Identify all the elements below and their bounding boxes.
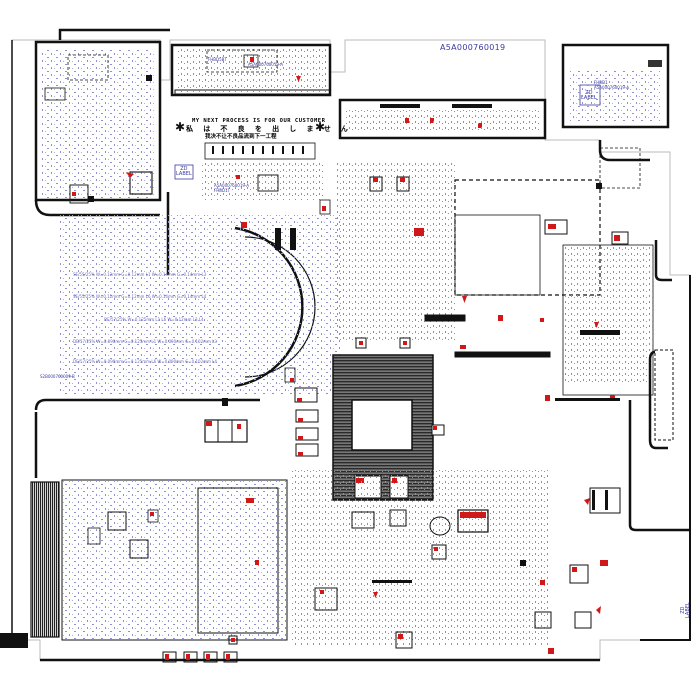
header-connector [174, 142, 325, 200]
top-connector-region [174, 48, 331, 95]
label-side-code: S2B000760009-B [40, 374, 75, 379]
notice-line-1: MY NEXT PROCESS IS FOR OUR CUSTOMER [192, 118, 326, 124]
center-left-area [60, 199, 340, 406]
right-side-module [544, 147, 674, 441]
label-code-left-2: FHBD1T [214, 188, 231, 193]
svg-text:✱: ✱ [175, 120, 185, 134]
bottom-connectors [162, 635, 238, 663]
right-edge-outline [598, 140, 690, 532]
notice-stars: ✱ ✱ [175, 120, 325, 134]
impedance-note-2: SE/55/25% W=0.12mm G=0.12mm L6 W=0.14mm … [73, 294, 207, 299]
board-id-label: A5A000760019 [440, 43, 506, 52]
label-code-top-center-2: A5A000760019-A [248, 62, 284, 67]
label-code-top-center: FHBD5BT [208, 57, 227, 62]
upper-connectors [345, 104, 540, 132]
left-slot-connector [0, 481, 60, 648]
impedance-note-5: DE/57/25% W=0.090mm G=0.125mm L6 W=0.090… [73, 359, 217, 364]
label-code-left: A5A000760019-A [214, 183, 250, 188]
lower-left-module [61, 479, 288, 641]
notice-line-2: 私 は 不 良 を 出 し ま せ ん [186, 125, 351, 133]
impedance-note-1: SE/55/25% W=0.12mm G=0.12mm L1 W=0.14mm … [73, 272, 207, 277]
power-components [204, 387, 319, 457]
center-upper-area [335, 160, 602, 340]
lower-right-area [520, 487, 621, 654]
top-left-region [40, 50, 155, 204]
impedance-note-3: DE/57/25% W=0.125mm L1 L6 W=0.12mm L3 L4 [104, 317, 204, 322]
label-code-top-right: FHBD1 [594, 80, 608, 85]
right-dashed-module-upper [424, 179, 601, 358]
label-code-top-right-2: A5A000760019-A [594, 85, 630, 90]
impedance-note-4: DE/57/25% W=0.090mm G=0.125mm L1 W=0.090… [73, 339, 217, 344]
svg-text:✱: ✱ [315, 120, 325, 134]
lower-center-area [290, 470, 550, 649]
notice-line-3: 我决不让不良品流到下一工程 [205, 134, 277, 140]
top-right-module [570, 60, 662, 122]
